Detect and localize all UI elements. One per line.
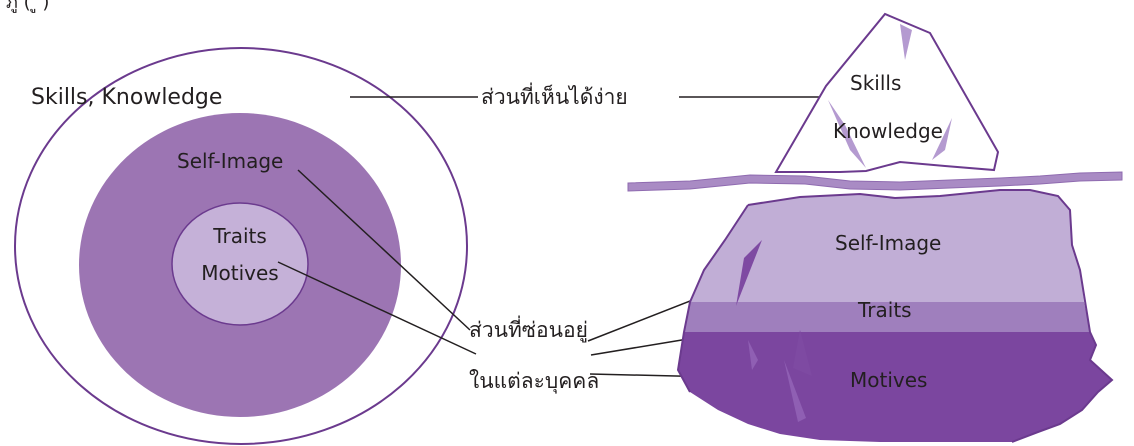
tip-crack-1: [828, 100, 866, 168]
ice-band-traits: [684, 302, 1090, 332]
iceberg-model: Skills Knowledge Self-Image Traits Motiv…: [627, 12, 1123, 443]
ice-band-motives: [678, 332, 1112, 442]
hidden-part-label-1: ส่วนที่ซ่อนอยู่: [469, 315, 588, 343]
hidden-part-label-2: ในแต่ละบุคคล: [469, 369, 599, 394]
iceberg-tip: [774, 12, 1000, 173]
band-label-self-image: Self-Image: [835, 231, 941, 255]
band-label-motives: Motives: [850, 368, 927, 392]
ice-crack-4: [784, 360, 806, 422]
visible-part-label: ส่วนที่เห็นได้ง่าย: [481, 82, 628, 109]
ice-crack-1: [736, 240, 762, 306]
circle-model: Skills, Knowledge Self-Image Traits Moti…: [14, 47, 468, 445]
ice-crack-3: [748, 340, 758, 370]
band-label-traits: Traits: [857, 298, 912, 322]
outer-circle-label: Skills, Knowledge: [31, 85, 222, 110]
ice-outline-right: [747, 189, 1114, 443]
ice-crack-2: [793, 330, 812, 376]
water-line: [627, 171, 1123, 192]
partial-caption: ภู ( ู ): [6, 0, 49, 13]
tip-crack-3: [932, 118, 952, 160]
tip-crack-2: [900, 24, 912, 60]
inner-label-motives: Motives: [201, 261, 278, 285]
tip-label-skills: Skills: [850, 71, 901, 95]
annotations: ส่วนที่เห็นได้ง่าย ส่วนที่ซ่อนอยู่ ในแต่…: [277, 82, 852, 394]
inner-circle: [171, 202, 309, 326]
inner-label-traits: Traits: [212, 224, 267, 248]
ice-band-self-image: [690, 190, 1084, 302]
connector-motives-left: [277, 261, 477, 355]
middle-circle-label: Self-Image: [177, 149, 283, 173]
ice-outline-left: [676, 204, 749, 393]
connector-self-image-left: [297, 169, 471, 331]
tip-label-knowledge: Knowledge: [833, 119, 943, 143]
